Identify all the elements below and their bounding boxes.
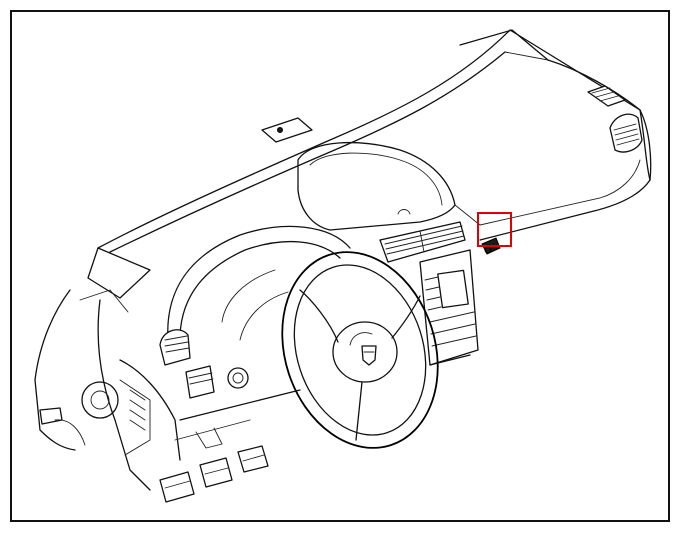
left-controls xyxy=(159,329,249,399)
steering-wheel xyxy=(281,251,439,449)
center-console xyxy=(419,249,479,366)
center-air-vents xyxy=(379,221,466,263)
passenger-side-panel xyxy=(454,109,651,241)
dash-top-surface xyxy=(97,29,652,253)
instrument-cluster-hood xyxy=(167,225,351,341)
lower-dash-edge xyxy=(174,354,471,449)
dash-sensor xyxy=(261,117,313,143)
pedals xyxy=(159,445,269,503)
steering-emblem-icon xyxy=(361,345,377,366)
highlight-box xyxy=(477,212,512,247)
center-binnacle xyxy=(297,142,456,231)
left-support-frame xyxy=(34,247,181,491)
right-air-vent xyxy=(587,85,643,153)
